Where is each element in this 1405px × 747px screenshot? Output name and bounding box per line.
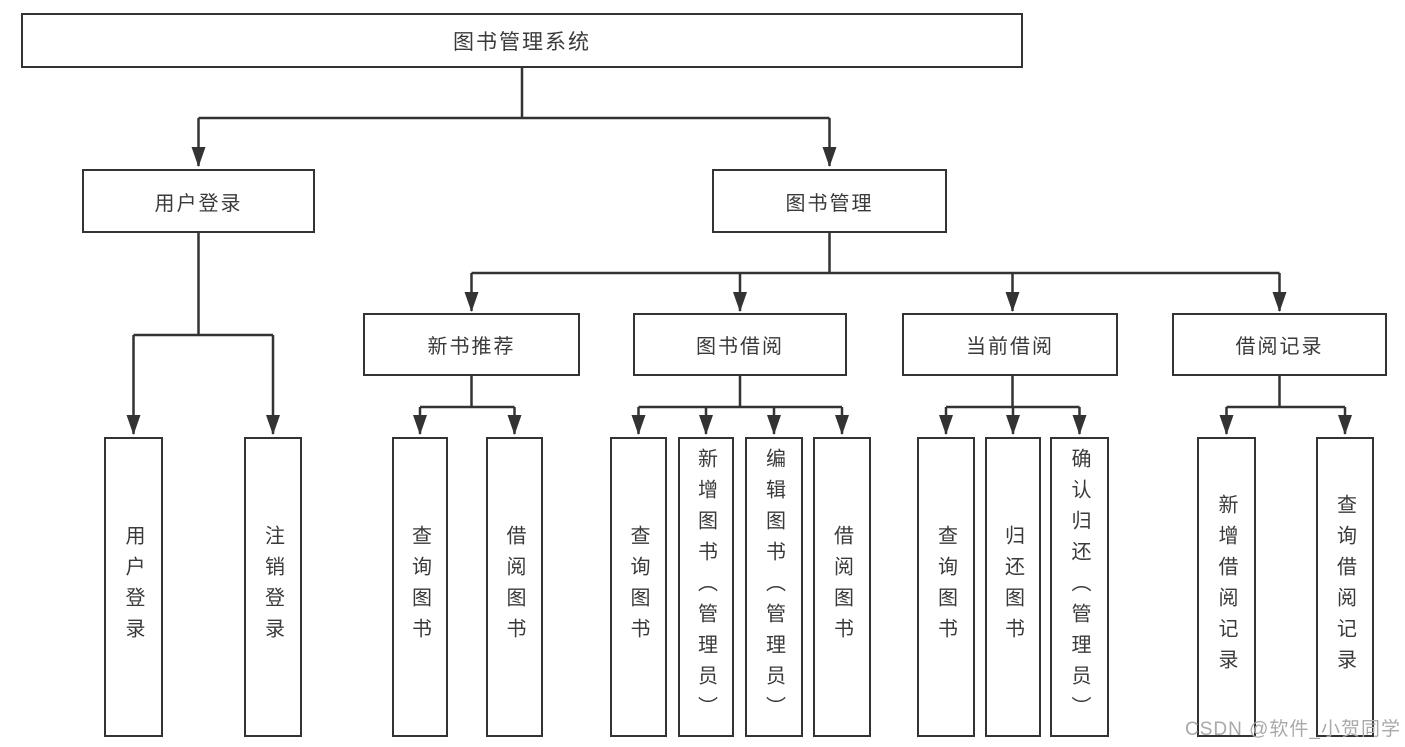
node-new-book-recommend: 新书推荐 [363, 313, 580, 376]
node-user-login: 用户登录 [82, 169, 315, 233]
leaf-nbr-query-books: 查询图书 [392, 437, 448, 737]
leaf-logout: 注销登录 [244, 437, 302, 737]
leaf-bb-edit-books-admin: 编辑图书（管理员） [745, 437, 803, 737]
leaf-cb-return-books: 归还图书 [985, 437, 1041, 737]
leaf-br-query-record: 查询借阅记录 [1316, 437, 1374, 737]
leaf-bb-add-books-admin: 新增图书（管理员） [678, 437, 734, 737]
leaf-cb-confirm-return-admin: 确认归还（管理员） [1050, 437, 1109, 737]
leaf-nbr-borrow-books: 借阅图书 [486, 437, 543, 737]
node-book-management: 图书管理 [712, 169, 947, 233]
node-library-management-system: 图书管理系统 [21, 13, 1023, 68]
leaf-cb-query-books: 查询图书 [917, 437, 975, 737]
node-current-borrow: 当前借阅 [902, 313, 1118, 376]
node-book-borrow: 图书借阅 [633, 313, 847, 376]
leaf-user-login: 用户登录 [104, 437, 163, 737]
leaf-br-add-record: 新增借阅记录 [1197, 437, 1256, 737]
node-borrow-records: 借阅记录 [1172, 313, 1387, 376]
csdn-watermark: CSDN @软件_小贺同学 [1185, 719, 1401, 740]
leaf-bb-borrow-books: 借阅图书 [813, 437, 871, 737]
leaf-bb-query-books: 查询图书 [610, 437, 667, 737]
